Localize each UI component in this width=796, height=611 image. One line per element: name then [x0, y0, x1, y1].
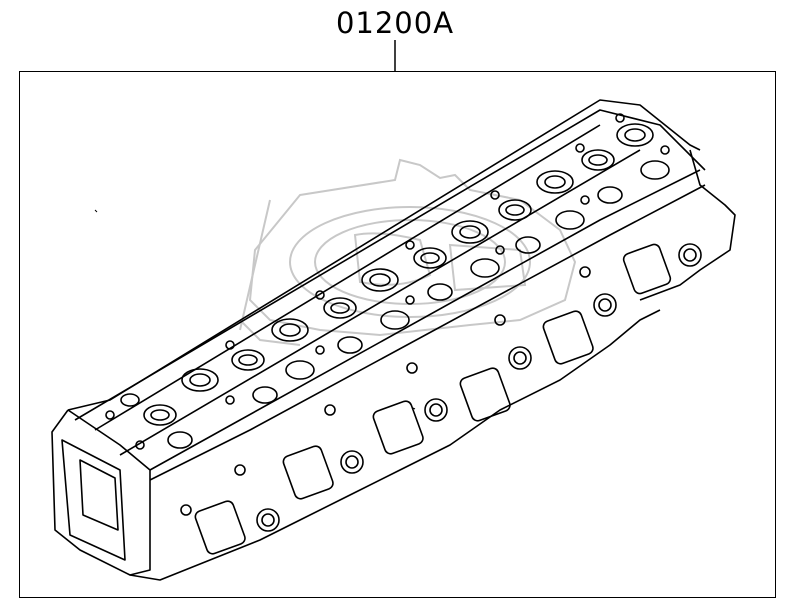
cylinder-head-drawing — [51, 99, 736, 581]
illustration-frame — [19, 71, 776, 598]
stray-marks — [94, 209, 416, 410]
part-number-label: 01200A — [335, 6, 455, 40]
